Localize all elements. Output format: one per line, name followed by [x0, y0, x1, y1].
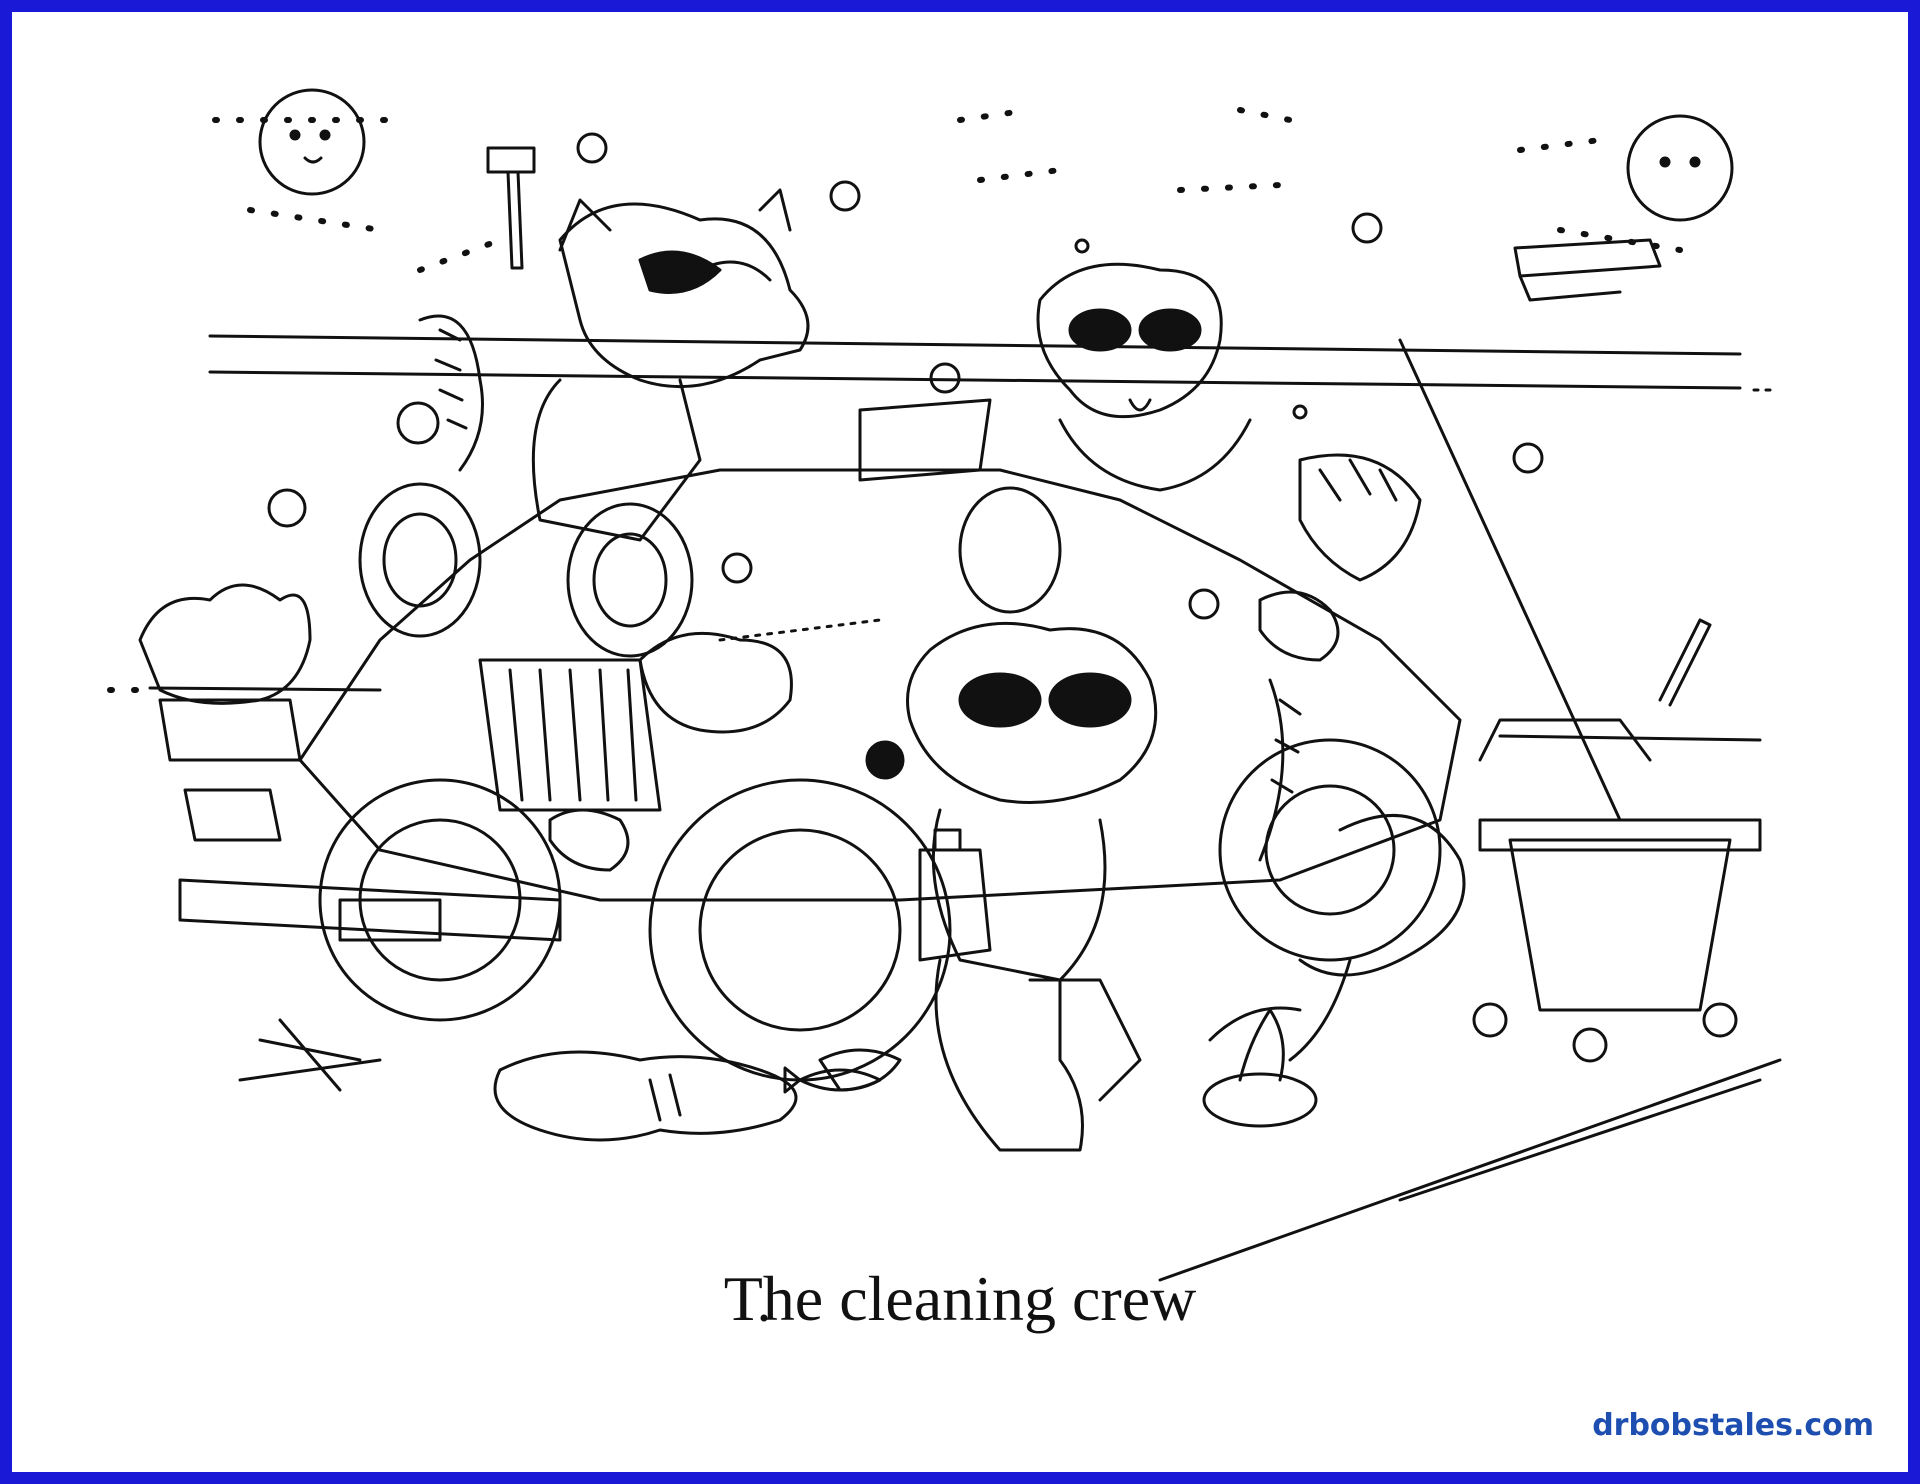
front-bumper: [178, 788, 562, 942]
garage-wall-lines: [148, 334, 1772, 742]
floor-drain: [1202, 1006, 1318, 1128]
foam-piles: [138, 583, 1340, 872]
soap-bubbles: [267, 132, 1544, 620]
dust-ball-left: [258, 88, 366, 196]
raccoon-scrubber: [865, 621, 1302, 1152]
hammer-icon: [486, 146, 536, 270]
website-link[interactable]: drbobstales.com: [1592, 1408, 1874, 1443]
saw-icon: [1513, 238, 1662, 302]
soap-bottle-icon: [918, 828, 992, 962]
vintage-car: [298, 398, 1462, 1082]
caption-bullet: [760, 1314, 768, 1322]
raccoon-driver: [418, 188, 810, 542]
water-hose: [1288, 814, 1466, 1062]
caption-title: The cleaning crew: [723, 1263, 1197, 1334]
floor-puddles: [238, 1018, 1782, 1282]
sparkle-dots: [107, 107, 1683, 693]
raccoon-helper: [1036, 262, 1422, 582]
mop-bucket: [1398, 338, 1762, 1063]
dust-ball-right: [1626, 114, 1734, 222]
fish-icon: [783, 1066, 882, 1094]
